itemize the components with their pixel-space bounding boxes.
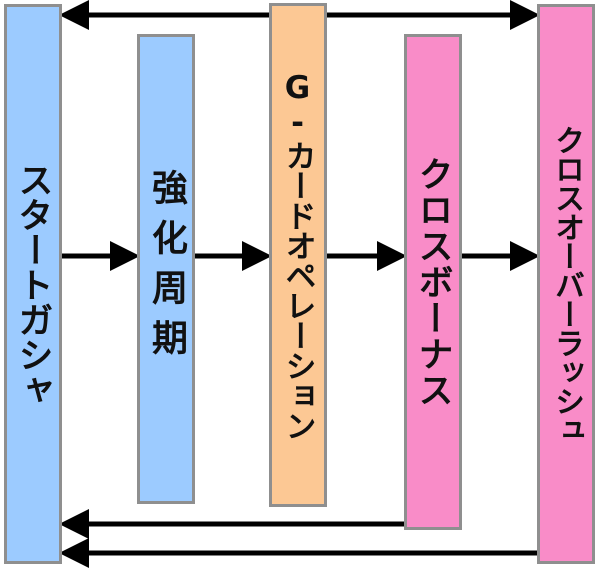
node-start-gacha: スタートガシャ <box>4 4 62 564</box>
node-kyouka-shuuki-label: 強化周期 <box>146 169 187 369</box>
node-g-card-operation-label: G-カードオペレーション <box>279 70 316 440</box>
node-start-gacha-label: スタートガシャ <box>12 161 53 407</box>
node-g-card-operation: G-カードオペレーション <box>269 3 327 507</box>
node-cross-bonus: クロスボーナス <box>404 34 462 530</box>
node-cross-bonus-label: クロスボーナス <box>412 156 453 408</box>
node-crossover-rush: クロスオーバーラッシュ <box>537 4 595 564</box>
node-crossover-rush-label: クロスオーバーラッシュ <box>549 124 584 444</box>
node-kyouka-shuuki: 強化周期 <box>137 34 195 504</box>
